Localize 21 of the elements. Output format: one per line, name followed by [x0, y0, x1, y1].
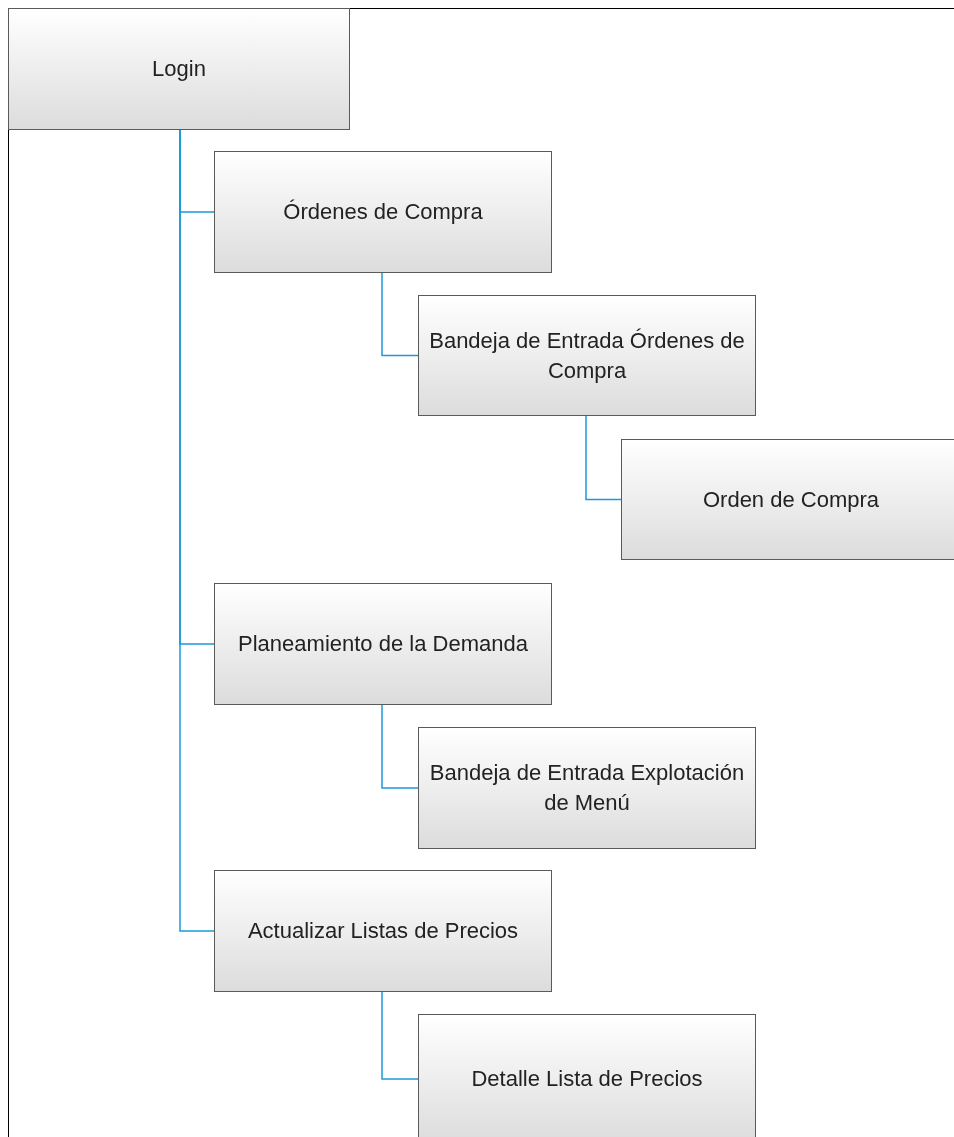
page-box: [214, 151, 552, 273]
connector-line: [381, 991, 419, 1080]
connector-line: [585, 415, 622, 501]
connector-line: [381, 272, 419, 357]
connector-line: [179, 129, 215, 932]
page-box: [8, 8, 350, 130]
page-box: [214, 870, 552, 992]
page-box: [418, 1014, 756, 1137]
page-title: Orden de Compra: [702, 485, 880, 514]
page-box: [621, 439, 954, 560]
page-title: Bandeja de Entrada Explotación de Menú: [428, 759, 746, 817]
page-title: Actualizar Listas de Precios: [247, 917, 519, 945]
page-title: Login: [152, 55, 206, 83]
page-title: Bandeja de Entrada Órdenes de Compra: [428, 326, 746, 385]
connector-line: [381, 704, 419, 789]
page-box: [214, 583, 552, 705]
page-box: [418, 727, 756, 849]
page-title: Órdenes de Compra: [283, 198, 483, 226]
page-title: Planeamiento de la Demanda: [238, 630, 528, 658]
page-title: Detalle Lista de Precios: [471, 1065, 703, 1093]
page-box: [418, 295, 756, 416]
